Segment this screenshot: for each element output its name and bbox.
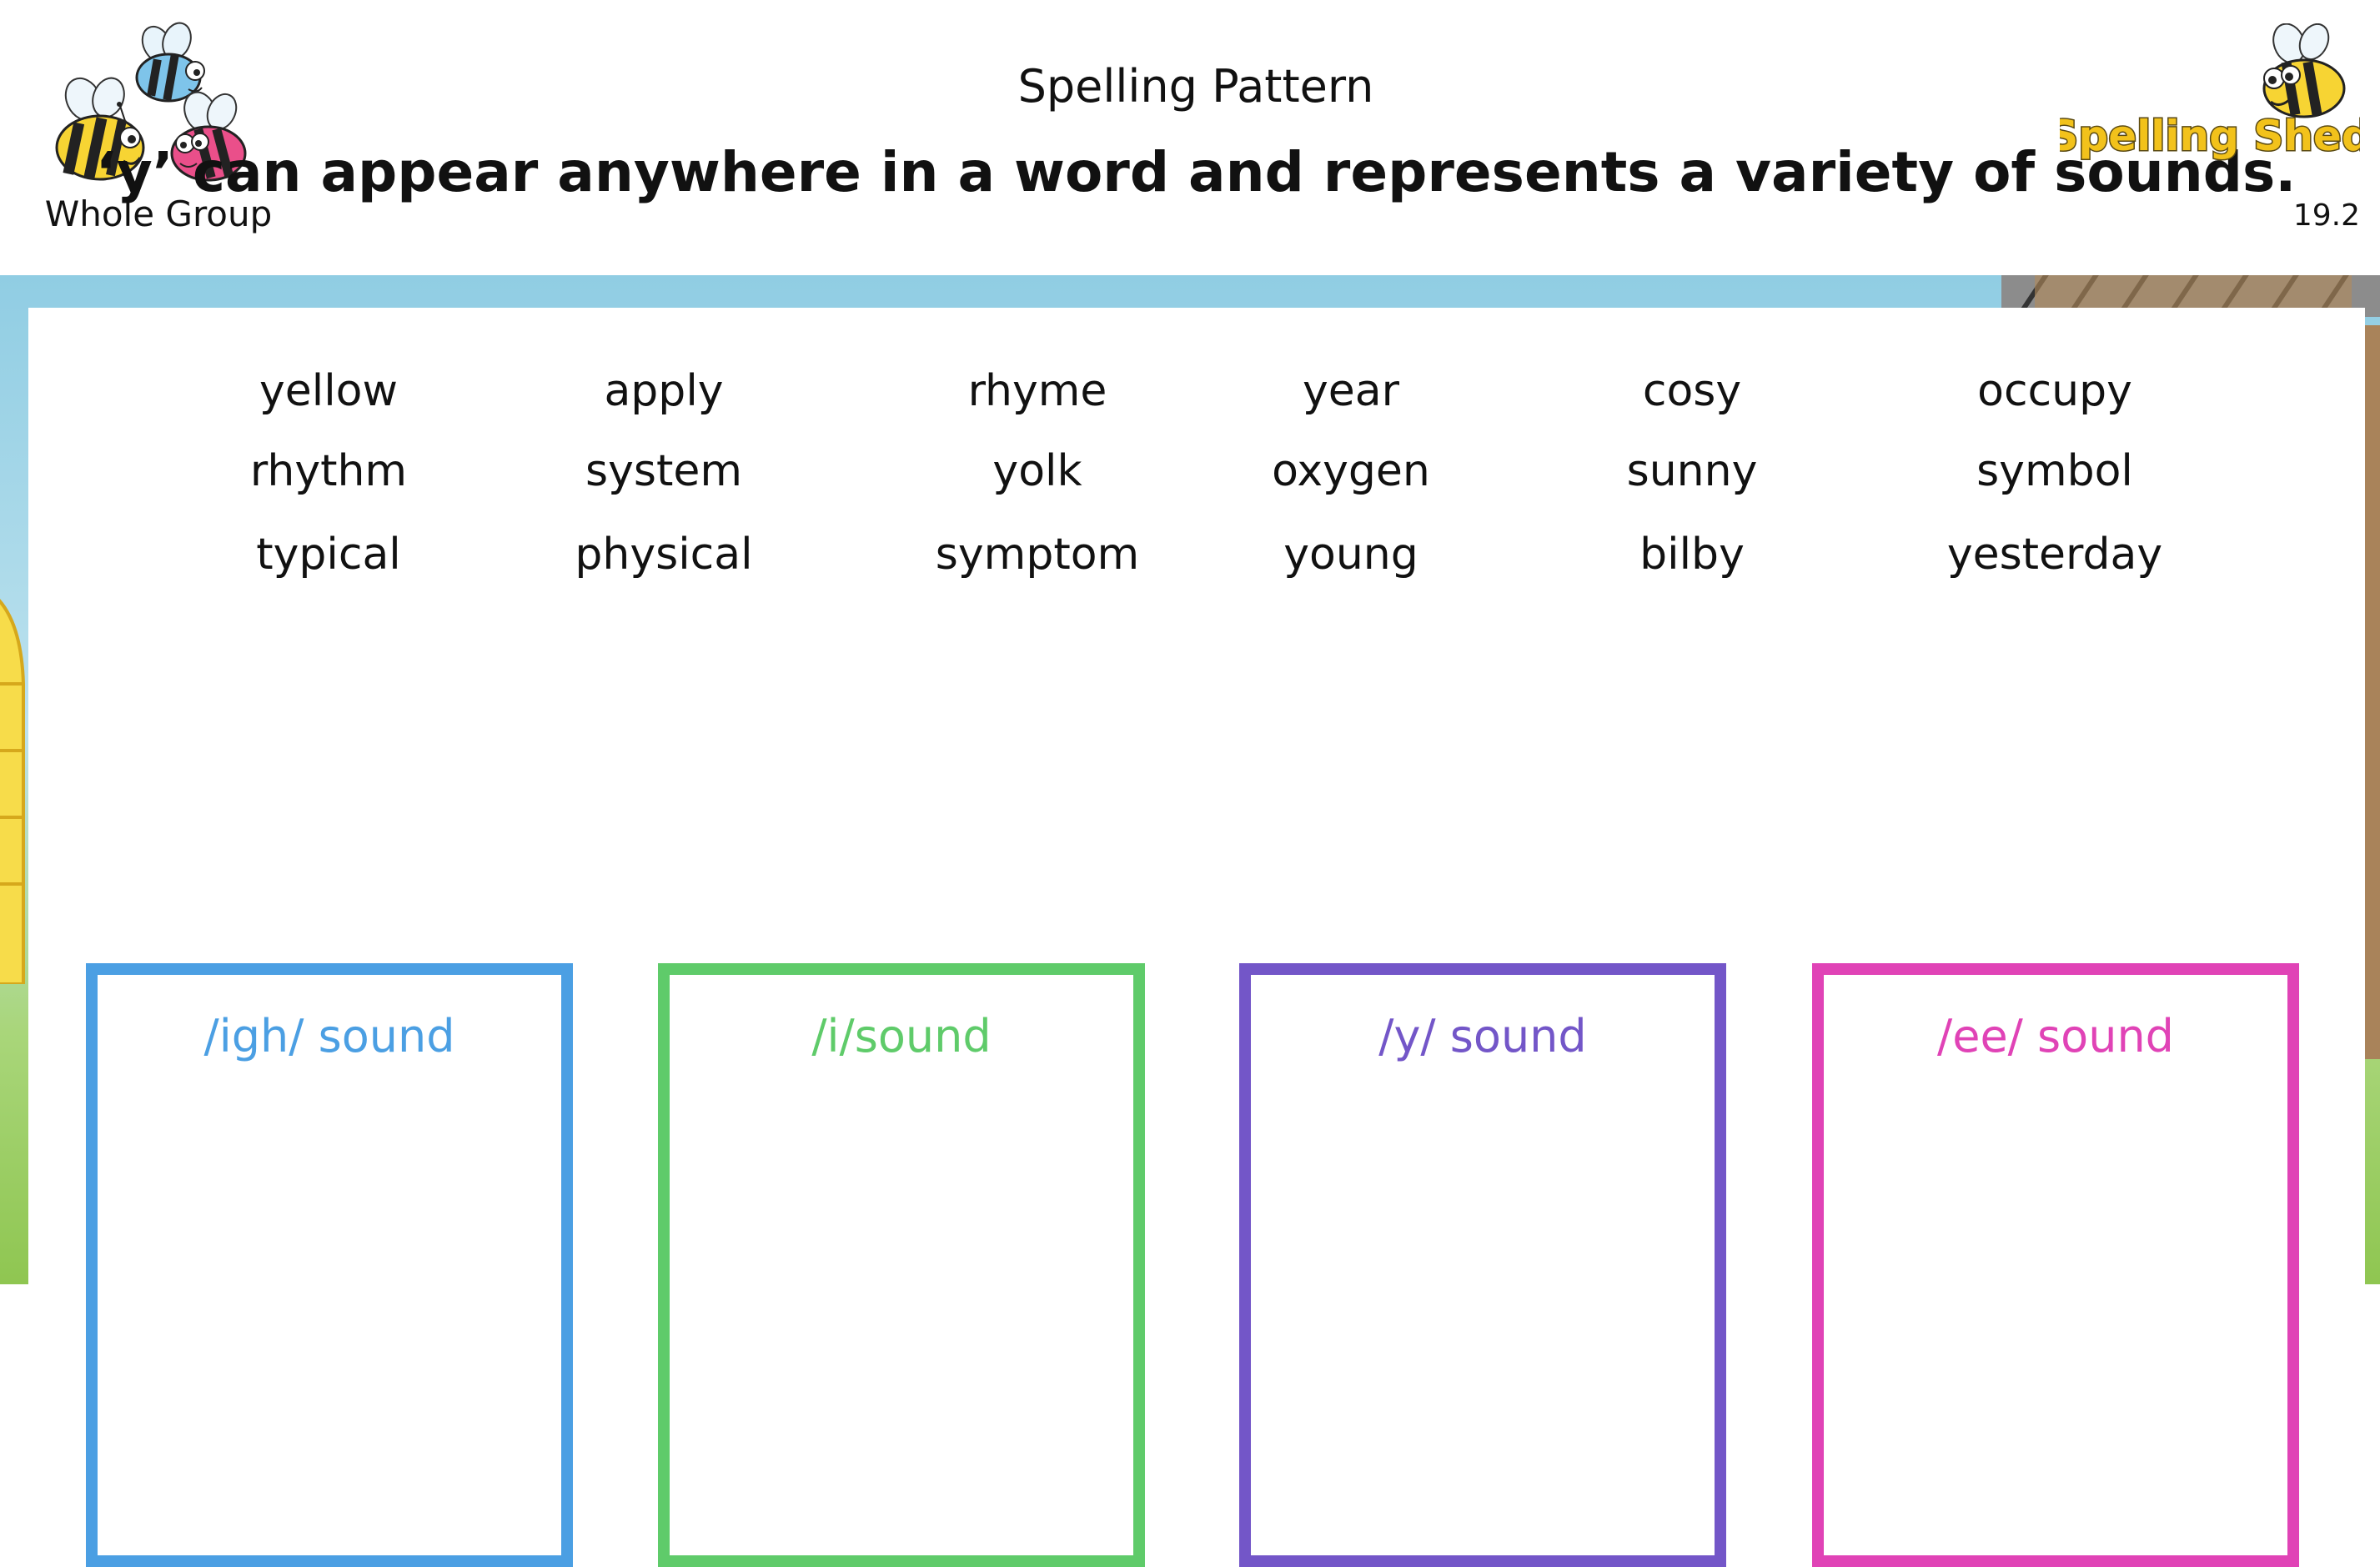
word-item[interactable]: rhythm <box>249 446 408 496</box>
header: Whole Group Spelling Pattern ‘y’ can app… <box>0 0 2380 275</box>
word-item[interactable]: symptom <box>935 530 1140 580</box>
sound-box-ee[interactable]: /ee/ sound <box>1812 963 2299 1567</box>
word-item[interactable]: oxygen <box>1272 446 1430 496</box>
word-item[interactable]: cosy <box>1642 366 1742 416</box>
sound-box-label: /ee/ sound <box>1937 1010 2174 1062</box>
page-code: 19.2 <box>2292 198 2360 233</box>
word-item[interactable]: yesterday <box>1946 530 2163 580</box>
word-item[interactable]: rhyme <box>967 366 1107 416</box>
spelling-shed-logo: Spelling Shed <box>2060 111 2360 162</box>
logo-bee-icon <box>2262 23 2346 118</box>
worksheet-card: yellow apply rhyme year cosy occupy rhyt… <box>28 308 2365 1567</box>
bee-yellow-icon <box>55 77 145 181</box>
group-label: Whole Group <box>44 193 273 234</box>
word-item[interactable]: year <box>1302 366 1399 416</box>
word-item[interactable]: typical <box>256 530 401 580</box>
sound-box-label: /igh/ sound <box>203 1010 455 1062</box>
logo-wordmark: Spelling Shed <box>2060 112 2360 160</box>
word-item[interactable]: physical <box>575 530 753 580</box>
word-item[interactable]: occupy <box>1977 366 2132 416</box>
word-item[interactable]: bilby <box>1639 530 1745 580</box>
sound-box-label: /i/sound <box>811 1010 992 1062</box>
word-item[interactable]: symbol <box>1976 446 2133 496</box>
word-item[interactable]: system <box>585 446 742 496</box>
sound-box-igh[interactable]: /igh/ sound <box>86 963 573 1567</box>
group-bees-illustration <box>55 22 247 182</box>
pattern-title: Spelling Pattern <box>1017 60 1374 113</box>
sound-box-label: /y/ sound <box>1378 1010 1587 1062</box>
word-item[interactable]: sunny <box>1626 446 1758 496</box>
word-item[interactable]: yellow <box>259 366 398 416</box>
word-item[interactable]: yolk <box>992 446 1082 496</box>
beehive-illustration <box>0 599 25 984</box>
word-item[interactable]: apply <box>604 366 724 416</box>
bee-pink-icon <box>170 91 247 182</box>
bee-blue-icon <box>135 22 205 103</box>
sound-box-y[interactable]: /y/ sound <box>1239 963 1726 1567</box>
word-item[interactable]: young <box>1283 530 1418 580</box>
sound-box-i[interactable]: /i/sound <box>658 963 1145 1567</box>
pattern-description: ‘y’ can appear anywhere in a word and re… <box>95 140 2297 204</box>
